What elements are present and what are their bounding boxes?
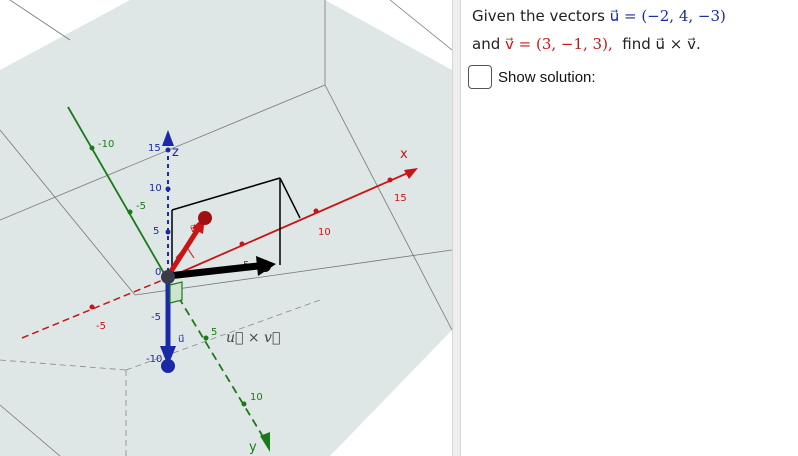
- y-axis-label: y: [249, 440, 257, 455]
- z-tick-neg10: -10: [146, 354, 162, 365]
- vector-v-label: v⃗: [190, 224, 196, 235]
- x-axis: [21, 168, 418, 339]
- right-angle-marker: [169, 281, 183, 304]
- z-tick-10: 10: [149, 183, 162, 194]
- vector-u[interactable]: [160, 276, 176, 373]
- z-tick-neg5: -5: [151, 312, 161, 323]
- z-axis-label: z: [172, 145, 179, 160]
- show-solution-checkbox[interactable]: [468, 65, 492, 89]
- vector-cross-product[interactable]: [161, 256, 276, 284]
- x-tick-neg5: -5: [96, 321, 106, 332]
- graphics-view-3d[interactable]: -5 5 10 15 x -10 -5 5 10 y: [0, 0, 452, 456]
- vector-v-definition: v⃗ = (3, −1, 3),: [505, 35, 613, 53]
- and-text: and: [472, 35, 505, 53]
- y-axis: [67, 106, 270, 452]
- z-tick-5: 5: [153, 226, 159, 237]
- problem-line-2: and v⃗ = (3, −1, 3), find u⃗ × v⃗.: [472, 35, 701, 53]
- xy-plane: [0, 0, 452, 456]
- vector-v[interactable]: [165, 211, 212, 278]
- show-solution-label[interactable]: Show solution:: [498, 68, 596, 86]
- show-solution-row[interactable]: Show solution:: [468, 65, 596, 89]
- problem-line-1: Given the vectors u⃗ = (−2, 4, −3): [472, 7, 726, 25]
- vector-u-definition: u⃗ = (−2, 4, −3): [609, 7, 726, 25]
- given-text: Given the vectors: [472, 7, 610, 25]
- bounding-box: [0, 0, 452, 456]
- z-tick-15: 15: [148, 143, 161, 154]
- cross-product-box: [171, 177, 301, 272]
- x-tick-10: 10: [318, 227, 331, 238]
- x-tick-15: 15: [394, 193, 407, 204]
- cross-product-label: u⃗ × v⃗: [226, 330, 280, 346]
- y-tick-neg5: -5: [136, 201, 146, 212]
- x-axis-label: x: [400, 147, 408, 162]
- cross-product-expression: u⃗ × v⃗.: [655, 35, 701, 53]
- y-tick-neg10: -10: [98, 139, 114, 150]
- panel-divider[interactable]: [452, 0, 461, 456]
- find-text: find: [622, 35, 656, 53]
- y-tick-5: 5: [211, 327, 217, 338]
- graphics-canvas[interactable]: -5 5 10 15 x -10 -5 5 10 y: [0, 0, 452, 456]
- text-panel: Given the vectors u⃗ = (−2, 4, −3) and v…: [461, 0, 798, 456]
- y-tick-10: 10: [250, 392, 263, 403]
- z-tick-0: 0: [155, 267, 161, 278]
- vector-u-label: u⃗: [178, 334, 184, 345]
